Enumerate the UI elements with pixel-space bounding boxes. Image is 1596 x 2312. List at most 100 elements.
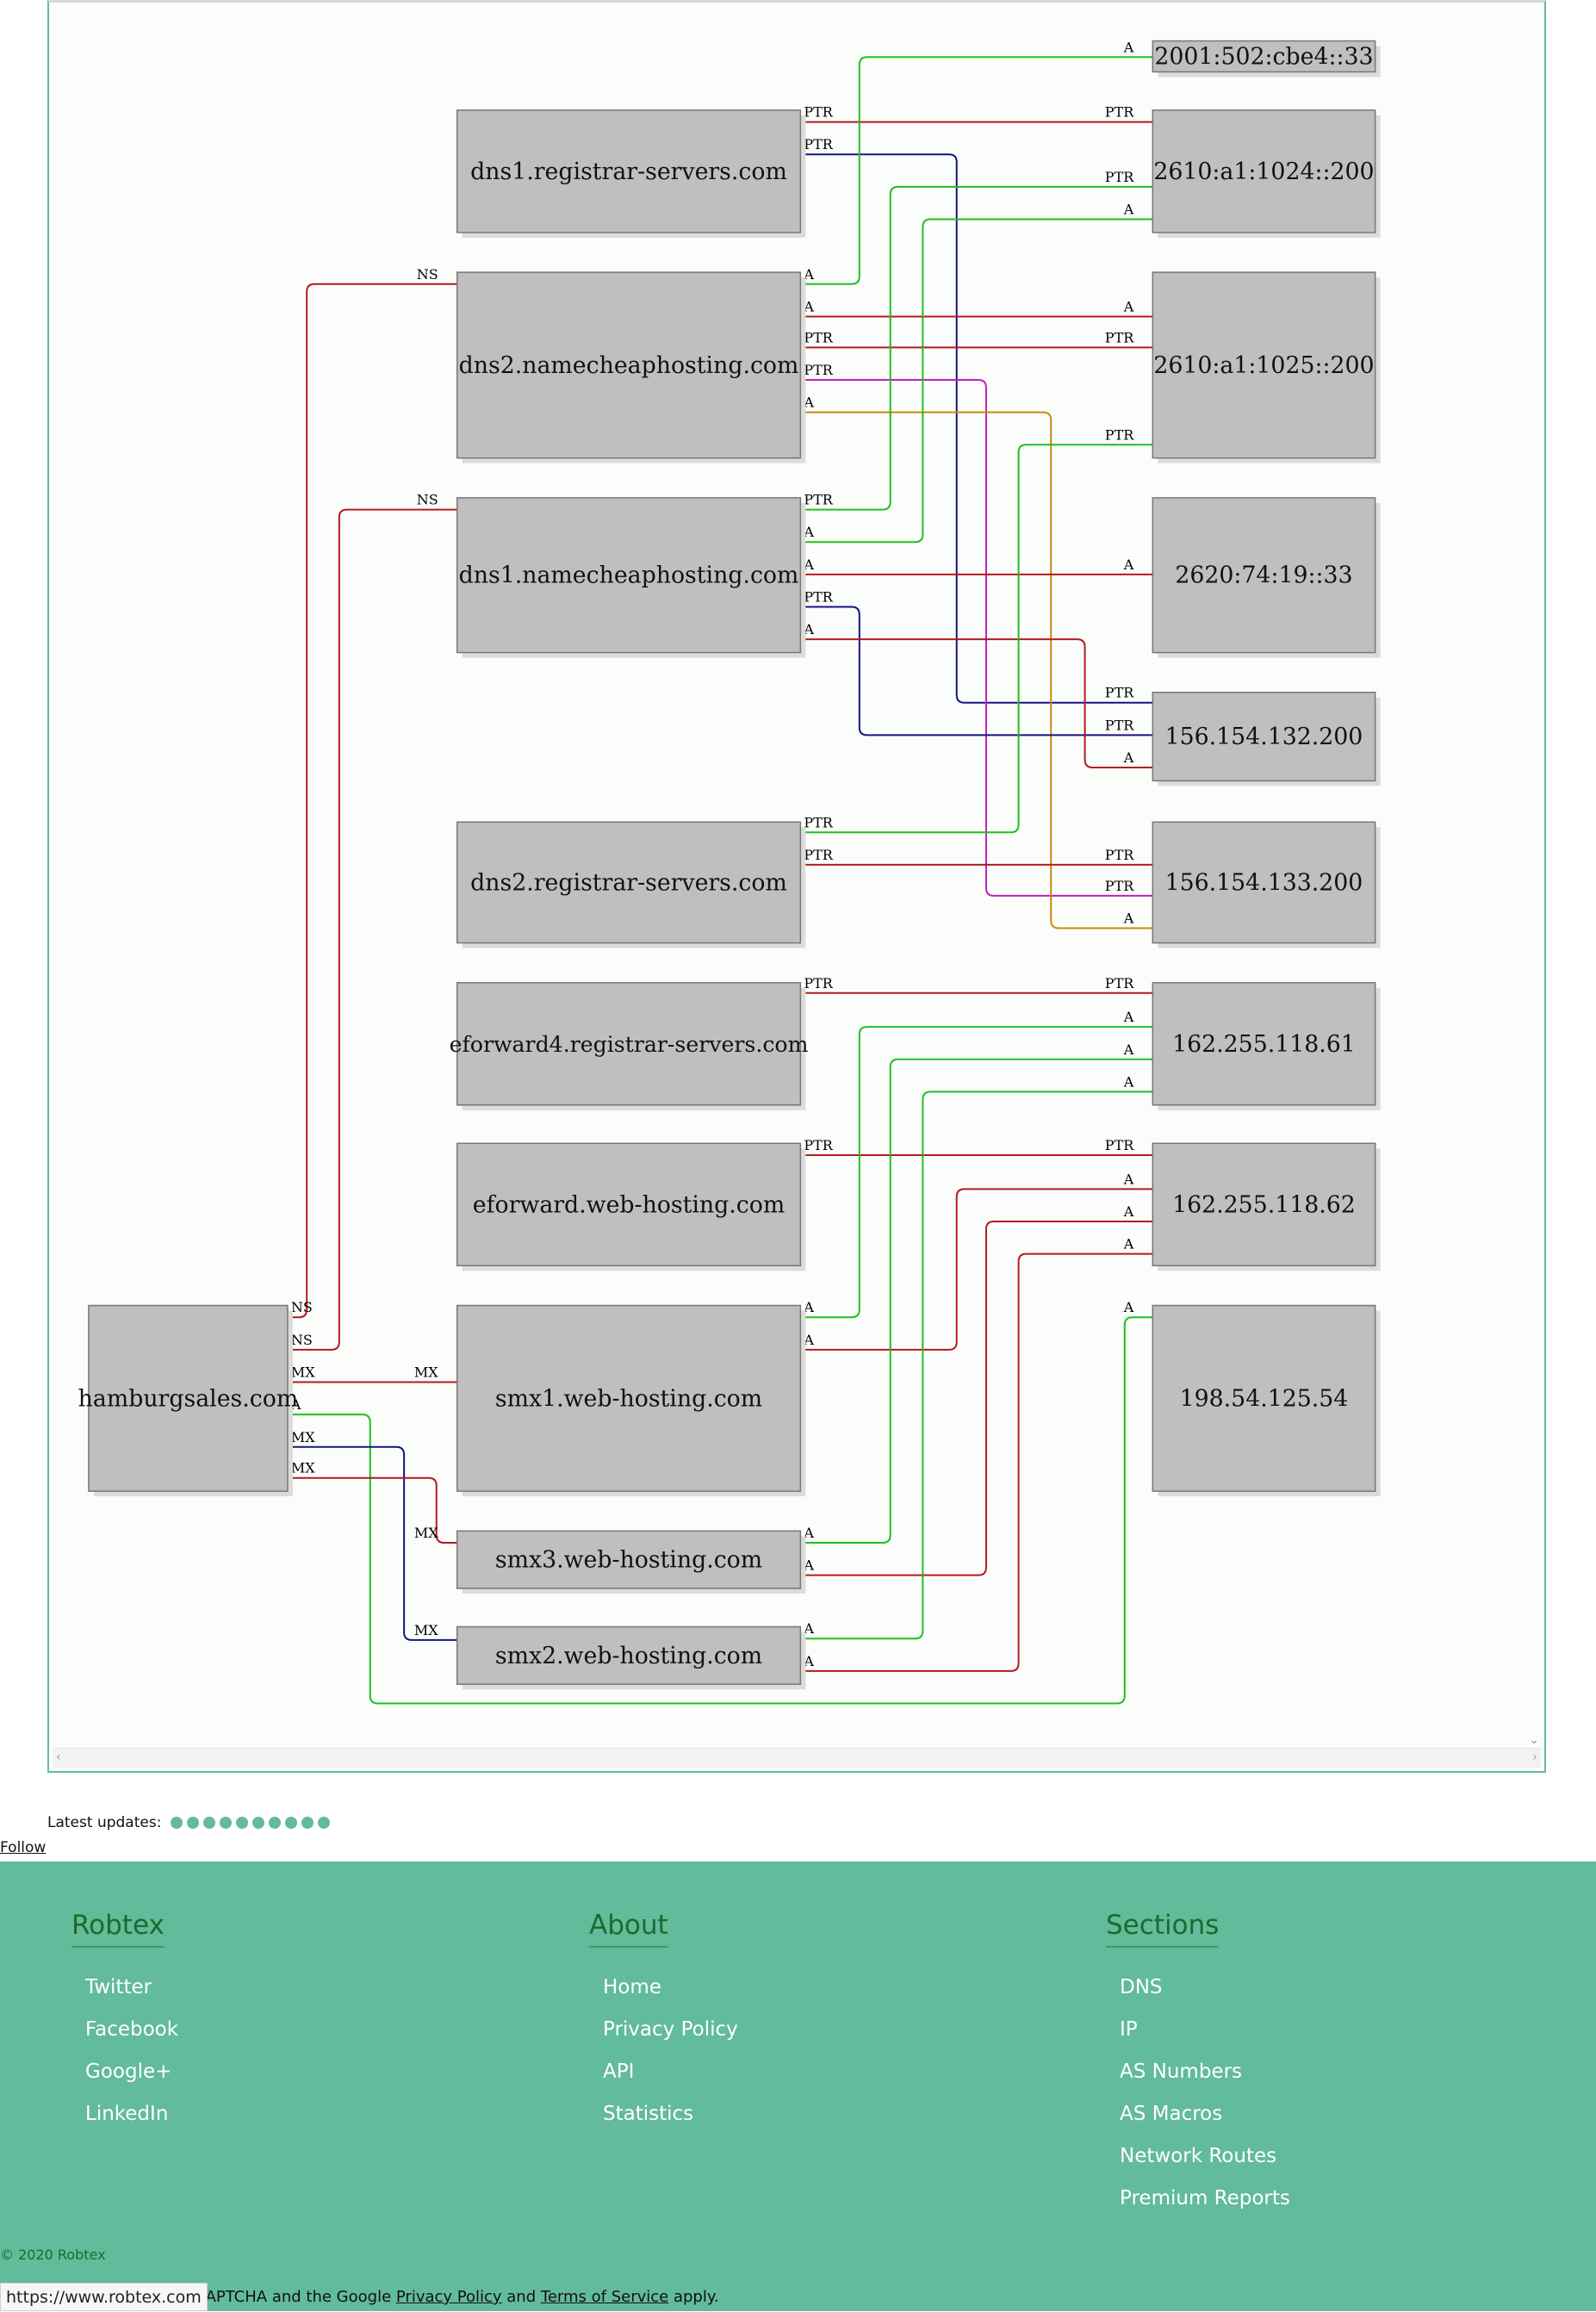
graph-edge bbox=[800, 444, 1153, 834]
update-dot[interactable] bbox=[318, 1817, 331, 1829]
graph-node[interactable]: dns2.registrar-servers.com bbox=[456, 821, 806, 948]
edge-label: PTR bbox=[804, 136, 833, 152]
update-dot[interactable] bbox=[203, 1817, 216, 1829]
graph-edge bbox=[800, 1026, 1153, 1319]
edge-label: A bbox=[803, 1525, 814, 1541]
graph-node-box[interactable] bbox=[1152, 497, 1376, 654]
graph-node-box[interactable] bbox=[456, 1304, 802, 1492]
edge-label: A bbox=[803, 556, 814, 573]
graph-edge bbox=[800, 411, 1153, 929]
footer-link-statistics[interactable]: Statistics bbox=[603, 2103, 694, 2125]
graph-node-box[interactable] bbox=[456, 821, 802, 944]
graph-node-box[interactable] bbox=[456, 1142, 802, 1267]
update-dot[interactable] bbox=[220, 1817, 233, 1829]
footer-link-linkedin[interactable]: LinkedIn bbox=[85, 2103, 169, 2125]
update-dot[interactable] bbox=[171, 1817, 183, 1829]
footer-link-as-macros[interactable]: AS Macros bbox=[1120, 2103, 1223, 2125]
graph-node-box[interactable] bbox=[1152, 109, 1376, 233]
recaptcha-and: and bbox=[506, 2288, 537, 2306]
update-dot[interactable] bbox=[187, 1817, 200, 1829]
graph-node[interactable]: smx1.web-hosting.com bbox=[456, 1304, 806, 1497]
edge-label: PTR bbox=[1105, 847, 1134, 863]
update-dots bbox=[166, 1817, 331, 1829]
edge-label: A bbox=[803, 1620, 814, 1637]
footer-link-privacy[interactable]: Privacy Policy bbox=[603, 2018, 738, 2041]
graph-node-box[interactable] bbox=[1152, 1304, 1376, 1492]
footer-link-network-routes[interactable]: Network Routes bbox=[1120, 2145, 1277, 2167]
recaptcha-terms-link[interactable]: Terms of Service bbox=[540, 2288, 669, 2306]
graph-node[interactable]: eforward4.registrar-servers.com bbox=[450, 982, 809, 1110]
footer-link-premium-reports[interactable]: Premium Reports bbox=[1120, 2187, 1290, 2209]
update-dot[interactable] bbox=[301, 1817, 314, 1829]
graph-node-box[interactable] bbox=[456, 982, 802, 1106]
update-dot[interactable] bbox=[252, 1817, 265, 1829]
graph-node[interactable]: dns1.namecheaphosting.com bbox=[456, 497, 806, 658]
footer-link-dns[interactable]: DNS bbox=[1120, 1976, 1163, 1998]
edge-label: NS bbox=[291, 1299, 313, 1315]
footer-link-home[interactable]: Home bbox=[603, 1976, 661, 1998]
edge-label: MX bbox=[291, 1460, 315, 1476]
graph-node-label: 156.154.132.200 bbox=[1165, 724, 1363, 750]
edge-label: A bbox=[803, 1557, 814, 1574]
graph-node-box[interactable] bbox=[456, 497, 802, 654]
edge-label: A bbox=[1123, 1299, 1134, 1315]
follow-link[interactable]: Follow bbox=[0, 1839, 47, 1856]
graph-node-box[interactable] bbox=[1152, 691, 1376, 782]
scroll-down-icon[interactable]: ⌄ bbox=[1529, 1733, 1539, 1747]
graph-node-box[interactable] bbox=[456, 109, 802, 233]
graph-node[interactable]: 198.54.125.54 bbox=[1152, 1304, 1381, 1497]
graph-node[interactable]: 2620:74:19::33 bbox=[1152, 497, 1381, 658]
edge-label: PTR bbox=[1105, 685, 1134, 701]
graph-node-box[interactable] bbox=[1152, 821, 1376, 944]
footer-link-api[interactable]: API bbox=[603, 2060, 635, 2083]
graph-node-box[interactable] bbox=[1152, 271, 1376, 459]
horizontal-scrollbar[interactable]: ‹ › bbox=[53, 1748, 1541, 1768]
graph-node[interactable]: dns2.namecheaphosting.com bbox=[456, 271, 806, 463]
edge-label: PTR bbox=[1105, 426, 1134, 443]
graph-node[interactable]: dns1.registrar-servers.com bbox=[456, 109, 806, 238]
graph-node-box[interactable] bbox=[456, 1625, 802, 1685]
graph-node-box[interactable] bbox=[1152, 1142, 1376, 1267]
footer-link-googleplus[interactable]: Google+ bbox=[85, 2060, 172, 2083]
edge-label: A bbox=[803, 1653, 814, 1669]
edge-label: A bbox=[803, 395, 814, 411]
recaptcha-privacy-link[interactable]: Privacy Policy bbox=[395, 2288, 502, 2306]
update-dot[interactable] bbox=[269, 1817, 282, 1829]
graph-node[interactable]: 162.255.118.61 bbox=[1152, 982, 1381, 1110]
footer-link-twitter[interactable]: Twitter bbox=[85, 1976, 152, 1998]
graph-node-box[interactable] bbox=[88, 1304, 289, 1492]
graph-node[interactable]: eforward.web-hosting.com bbox=[456, 1142, 806, 1271]
graph-node[interactable]: 2610:a1:1024::200 bbox=[1152, 109, 1381, 238]
graph-node-box[interactable] bbox=[456, 1530, 802, 1589]
graph-node[interactable]: smx2.web-hosting.com bbox=[456, 1625, 806, 1690]
update-dot[interactable] bbox=[236, 1817, 249, 1829]
graph-node[interactable]: 156.154.133.200 bbox=[1152, 821, 1381, 948]
graph-node[interactable]: smx3.web-hosting.com bbox=[456, 1530, 806, 1594]
graph-node-box[interactable] bbox=[1152, 982, 1376, 1106]
footer-link-ip[interactable]: IP bbox=[1120, 2018, 1138, 2041]
recaptcha-suffix: apply. bbox=[673, 2288, 719, 2306]
footer-link-as-numbers[interactable]: AS Numbers bbox=[1120, 2060, 1243, 2083]
update-dot[interactable] bbox=[285, 1817, 298, 1829]
latest-updates-label: Latest updates: bbox=[47, 1814, 162, 1831]
graph-node-box[interactable] bbox=[1152, 40, 1376, 73]
edge-label: A bbox=[1123, 1041, 1134, 1058]
edge-label: A bbox=[803, 524, 814, 540]
graph-node[interactable]: 2610:a1:1025::200 bbox=[1152, 271, 1381, 463]
edge-label: PTR bbox=[1105, 329, 1134, 345]
graph-node[interactable]: 156.154.132.200 bbox=[1152, 691, 1381, 786]
graph-node[interactable]: hamburgsales.com bbox=[78, 1304, 299, 1497]
scroll-right-icon[interactable]: › bbox=[1532, 1750, 1537, 1764]
edge-label: PTR bbox=[804, 1137, 833, 1153]
edge-label: PTR bbox=[1105, 169, 1134, 185]
edge-label: A bbox=[1123, 911, 1134, 927]
graph-node[interactable]: 162.255.118.62 bbox=[1152, 1142, 1381, 1271]
edge-label: A bbox=[1123, 1009, 1134, 1025]
graph-node[interactable]: 2001:502:cbe4::33 bbox=[1152, 40, 1381, 78]
graph-node-box[interactable] bbox=[456, 271, 802, 459]
edge-label: PTR bbox=[804, 847, 833, 863]
graph-node-label: smx2.web-hosting.com bbox=[495, 1643, 762, 1669]
footer-link-facebook[interactable]: Facebook bbox=[85, 2018, 179, 2041]
scroll-left-icon[interactable]: ‹ bbox=[56, 1750, 61, 1764]
